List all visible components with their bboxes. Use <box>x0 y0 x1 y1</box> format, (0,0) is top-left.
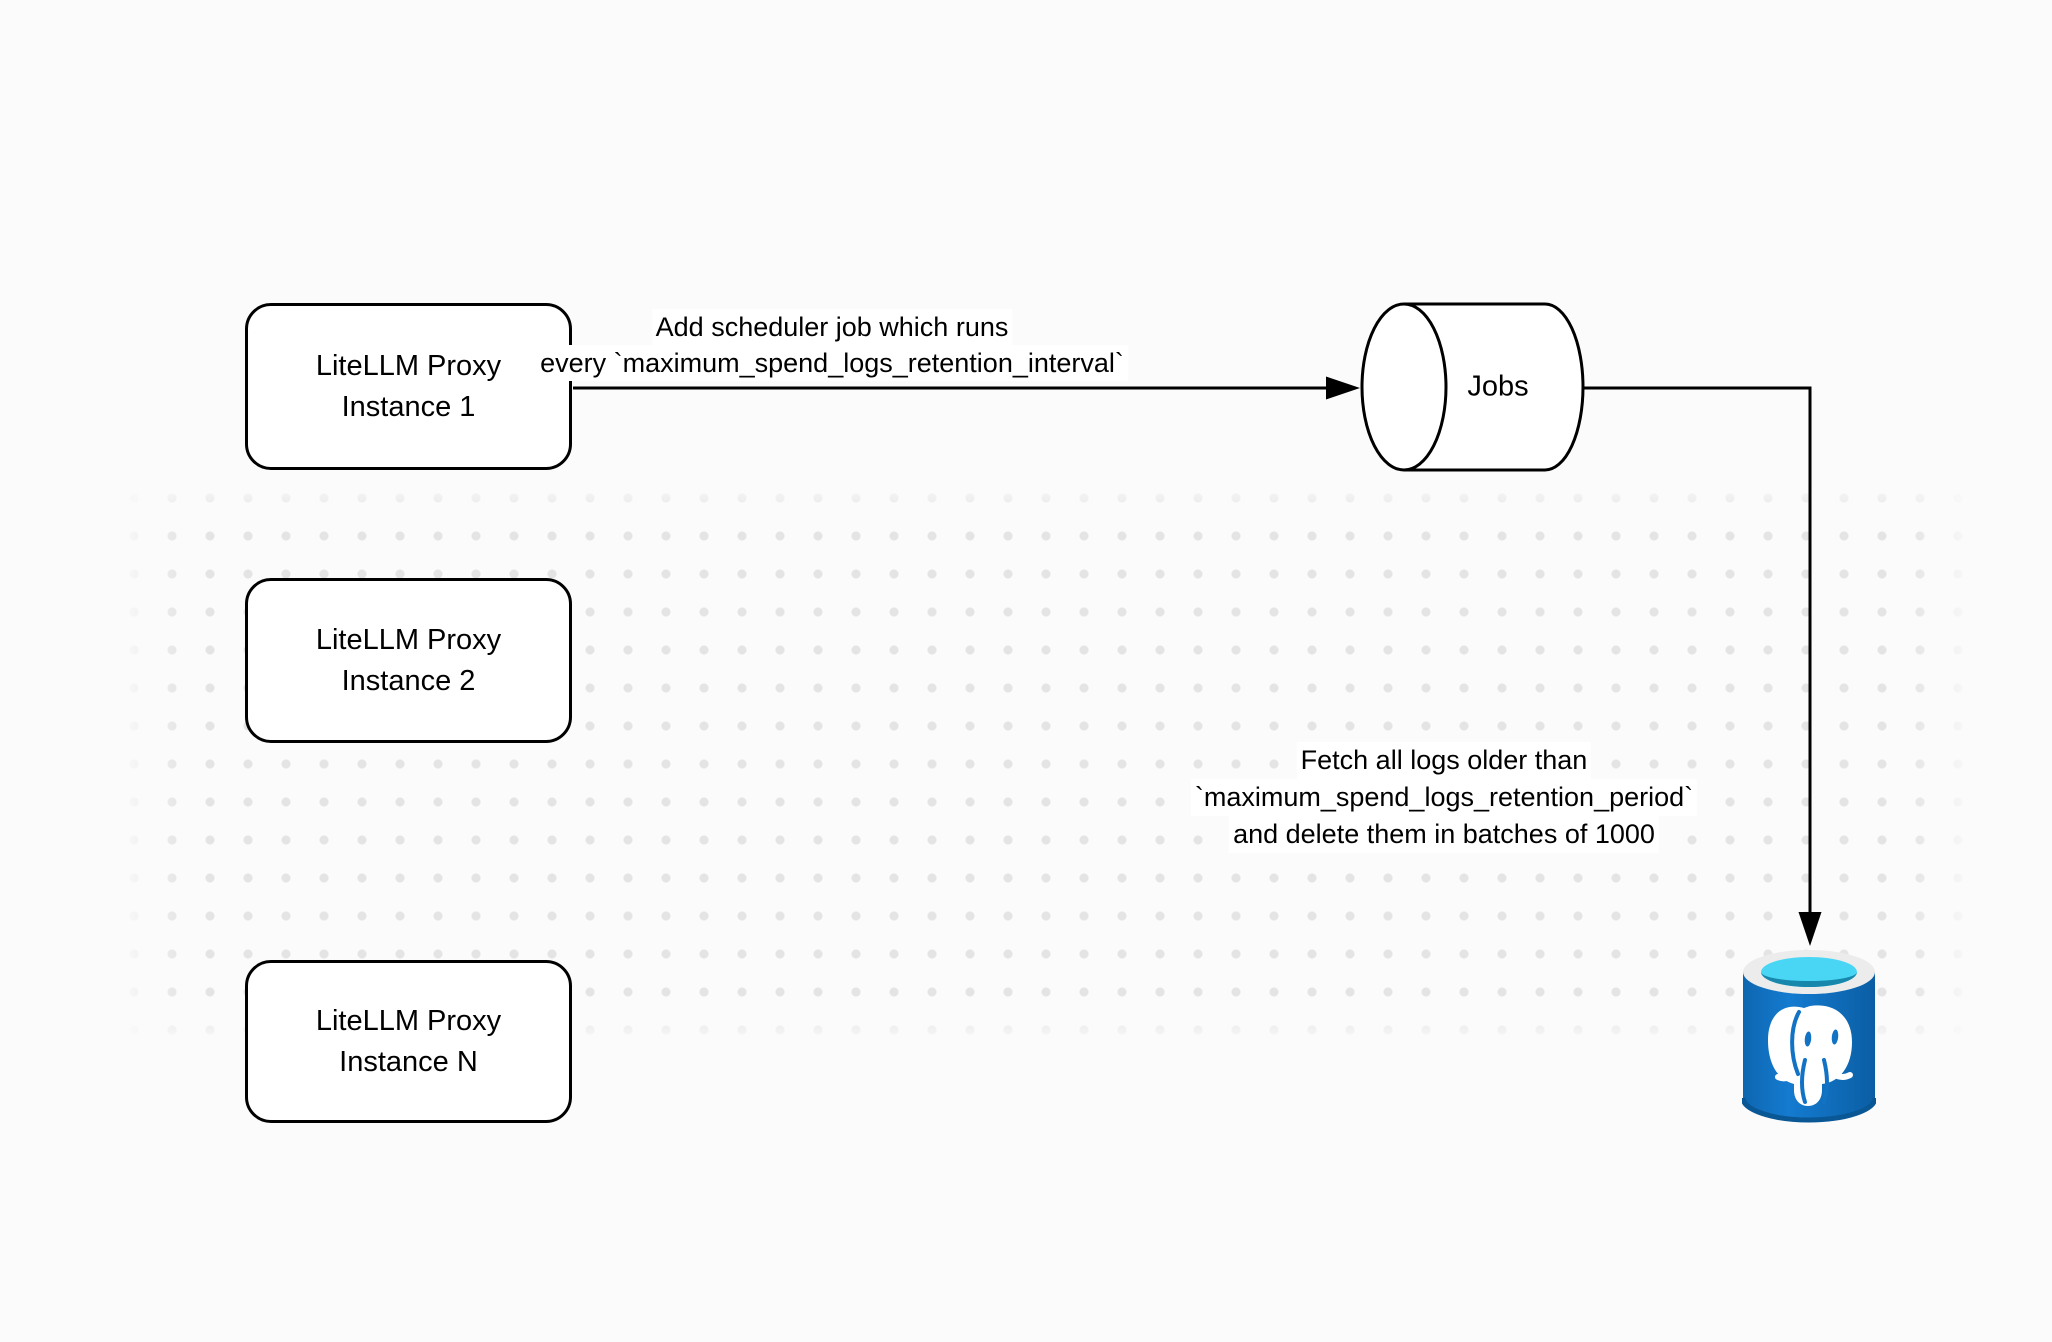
dot-grid-background <box>115 479 1977 1047</box>
edge-cleanup-job <box>1583 386 1822 946</box>
edge-label-line: Fetch all logs older than <box>1296 742 1592 779</box>
node-jobs-cylinder <box>1360 302 1585 472</box>
edge-label-line: every `maximum_spend_logs_retention_inte… <box>536 345 1128 381</box>
node-jobs-label: Jobs <box>1467 370 1529 403</box>
postgres-water <box>1761 957 1857 987</box>
postgres-elephant-icon <box>1768 1005 1853 1106</box>
arrowhead-down-icon <box>1798 912 1822 946</box>
postgresql-database-icon <box>1740 948 1878 1124</box>
node-litellm-proxy-instance-n: LiteLLM Proxy Instance N <box>245 960 572 1123</box>
node-litellm-proxy-instance-2: LiteLLM Proxy Instance 2 <box>245 578 572 743</box>
node-litellm-proxy-instance-1: LiteLLM Proxy Instance 1 <box>245 303 572 470</box>
arrowhead-right-icon <box>1326 376 1360 400</box>
edge-label-scheduler-job: Add scheduler job which runs every `maxi… <box>536 309 1128 381</box>
edge-label-line: and delete them in batches of 1000 <box>1229 816 1659 853</box>
edge-label-fetch-delete-logs: Fetch all logs older than `maximum_spend… <box>1190 742 1698 853</box>
edge-label-line: `maximum_spend_logs_retention_period` <box>1190 779 1698 816</box>
postgres-water-shadow <box>1761 972 1857 987</box>
edge-label-line: Add scheduler job which runs <box>651 309 1013 345</box>
edge-schedule-job <box>573 376 1360 400</box>
